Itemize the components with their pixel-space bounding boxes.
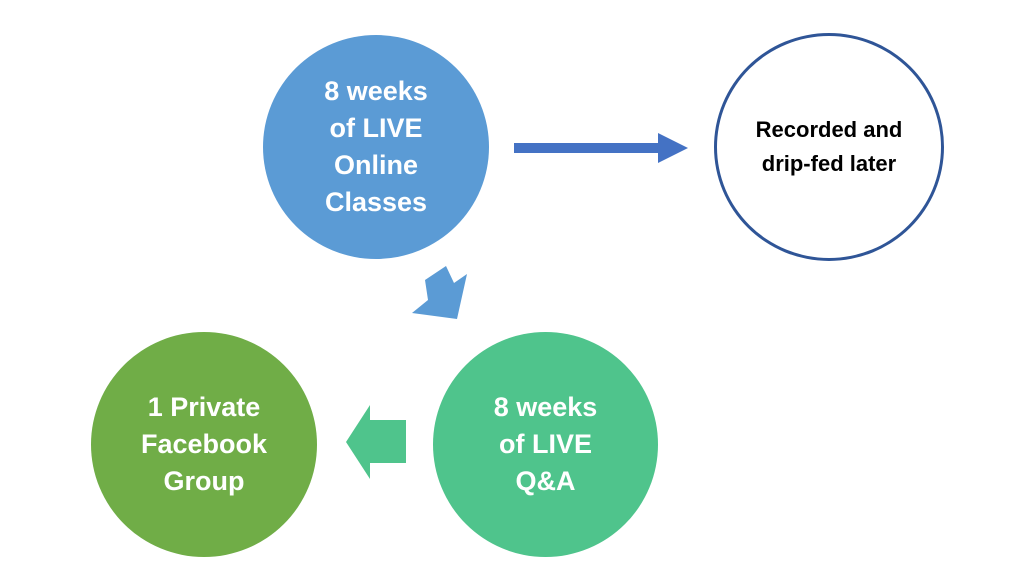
- arrow-down-right-icon: [412, 266, 467, 319]
- node-label: 8 weeks of LIVE Online Classes: [324, 76, 428, 217]
- node-private-facebook-group: 1 Private Facebook Group: [91, 332, 317, 557]
- node-live-online-classes: 8 weeks of LIVE Online Classes: [263, 35, 489, 259]
- node-label: 1 Private Facebook Group: [140, 392, 268, 496]
- node-label: Recorded and drip-fed later: [755, 117, 903, 176]
- node-recorded-drip-fed: Recorded and drip-fed later: [714, 33, 944, 261]
- arrow-left-icon: [346, 405, 406, 479]
- node-live-qa: 8 weeks of LIVE Q&A: [433, 332, 658, 557]
- node-label: 8 weeks of LIVE Q&A: [493, 392, 598, 496]
- arrow-right-icon: [514, 133, 688, 163]
